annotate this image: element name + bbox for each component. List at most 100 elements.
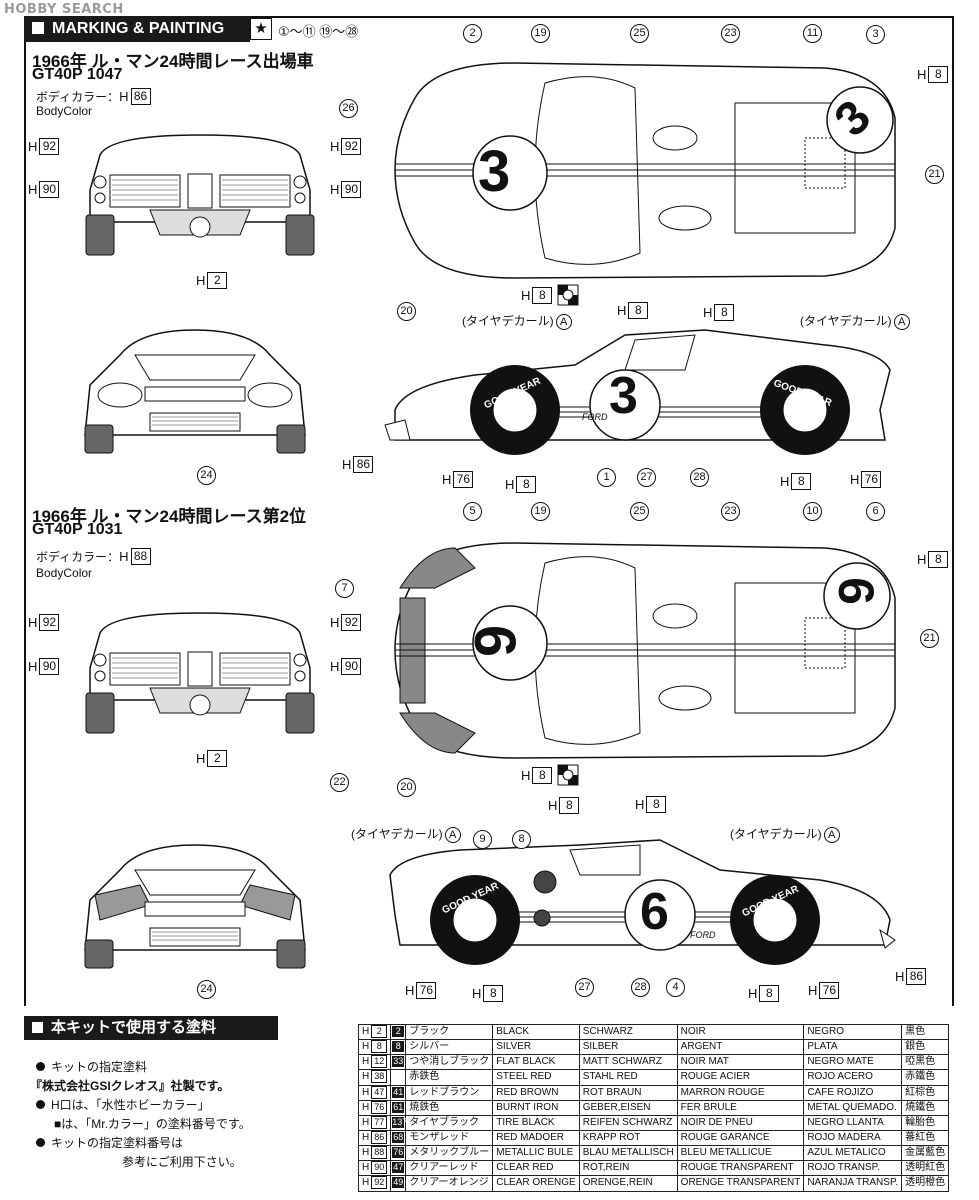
paint-cell-ja: 赤鉄色 — [405, 1069, 494, 1086]
paint-cell-es: NEGRO — [803, 1023, 903, 1041]
callout: 24 — [197, 466, 216, 485]
callout: 22 — [330, 773, 349, 792]
code: 8 — [928, 551, 949, 568]
paint-cell-fr: NOIR — [676, 1023, 805, 1041]
paint-cell-zh: 銀色 — [901, 1039, 950, 1056]
h-code: 77 — [371, 1115, 388, 1129]
code: 8 — [532, 286, 553, 304]
code: 2 — [207, 272, 228, 289]
paint-cell-mr: 2 — [390, 1023, 407, 1041]
paint-cell-ja: つや消しブラック — [405, 1054, 494, 1071]
paint-cell-zh: 黒色 — [901, 1023, 950, 1041]
code: 90 — [341, 658, 362, 675]
code: 76 — [453, 471, 474, 488]
code: 92 — [39, 614, 60, 631]
frame-left-line — [24, 16, 26, 1006]
code: 2 — [207, 750, 228, 767]
callout: 27 — [575, 978, 594, 997]
h-code: 47 — [371, 1085, 388, 1099]
paint-cell-fr: ROUGE TRANSPARENT — [676, 1160, 805, 1177]
callout: 25 — [630, 24, 649, 43]
paint-cell-zh: 金属藍色 — [901, 1145, 950, 1162]
paint-cell-en: RED MADOER — [492, 1129, 580, 1147]
car1-title: 1966年 ル・マン24時間レース出場車 — [32, 52, 314, 71]
paint-cell-ja: クリアーレッド — [405, 1160, 494, 1177]
mr-code: 2 — [392, 1026, 405, 1038]
paint-cell-fr: ROUGE GARANCE — [676, 1129, 805, 1147]
car2-side-view — [389, 839, 896, 965]
mr-code: 49 — [392, 1177, 405, 1189]
car2-side-number: 6 — [640, 883, 669, 941]
car1-tire-decal-right: (タイヤデカール)A — [800, 312, 910, 330]
paint-cell-mr: 41 — [390, 1084, 407, 1101]
paint-cell-ja: ブラック — [405, 1023, 494, 1041]
tire-label: (タイヤデカール) — [462, 314, 554, 328]
paint-cell-ja: レッドブラウン — [405, 1084, 494, 1101]
tire-label: (タイヤデカール) — [730, 827, 822, 841]
car2-title: 1966年 ル・マン24時間レース第2位 — [32, 507, 307, 526]
callout: 4 — [666, 978, 685, 997]
car1-body-color-en: BodyColor — [36, 104, 93, 118]
checker-flag-icon — [557, 284, 579, 306]
paint-cell-zh: 啞黒色 — [901, 1054, 950, 1071]
paint-cell-en: BURNT IRON — [492, 1099, 580, 1116]
paint-cell-en: RED BROWN — [492, 1084, 580, 1101]
mr-code: 61 — [392, 1101, 405, 1113]
note-text: H口は、「水性ホビーカラー」 — [51, 1098, 210, 1112]
code: 8 — [928, 66, 949, 83]
car2-front-view — [84, 844, 306, 969]
square-icon — [32, 22, 44, 34]
code: 90 — [39, 181, 60, 198]
callout: 2 — [463, 24, 482, 43]
callout: 10 — [803, 502, 822, 521]
code: 8 — [516, 476, 537, 493]
code: 90 — [39, 658, 60, 675]
paint-section-title: 本キットで使用する塗料 — [51, 1019, 217, 1036]
marking-painting-header: MARKING & PAINTING — [24, 16, 250, 42]
paint-cell-de: KRAPP ROT — [578, 1129, 678, 1147]
car2-top-number: 6 — [462, 624, 528, 658]
code: 90 — [341, 181, 362, 198]
h-code: 2 — [371, 1025, 388, 1038]
paint-section-header: 本キットで使用する塗料 — [24, 1016, 278, 1040]
callout: 1 — [597, 468, 616, 487]
paint-notes: キットの指定塗料 『株式会社GSIクレオス』社製です。 H口は、「水性ホビーカラ… — [30, 1058, 336, 1172]
code: 8 — [791, 473, 812, 490]
paint-cell-en: FLAT BLACK — [492, 1054, 580, 1071]
code: 76 — [861, 471, 882, 488]
paint-cell-es: PLATA — [803, 1039, 903, 1056]
h-code: 38 — [371, 1070, 388, 1084]
note-line: H口は、「水性ホビーカラー」 — [36, 1096, 336, 1115]
callout: 23 — [721, 24, 740, 43]
paint-cell-fr: MARRON ROUGE — [676, 1084, 805, 1101]
paint-cell-fr: ARGENT — [676, 1039, 805, 1056]
paint-cell-en: TIRE BLACK — [492, 1114, 580, 1131]
callout: 21 — [925, 165, 944, 184]
callout: 27 — [637, 468, 656, 487]
paint-cell-fr: BLEU METALLICUE — [676, 1145, 805, 1162]
bullet-icon — [36, 1100, 45, 1109]
code: 8 — [759, 985, 780, 1002]
car2-top-view — [394, 542, 896, 759]
ford-badge: FORD — [582, 412, 608, 422]
header-title: MARKING & PAINTING — [52, 20, 225, 37]
